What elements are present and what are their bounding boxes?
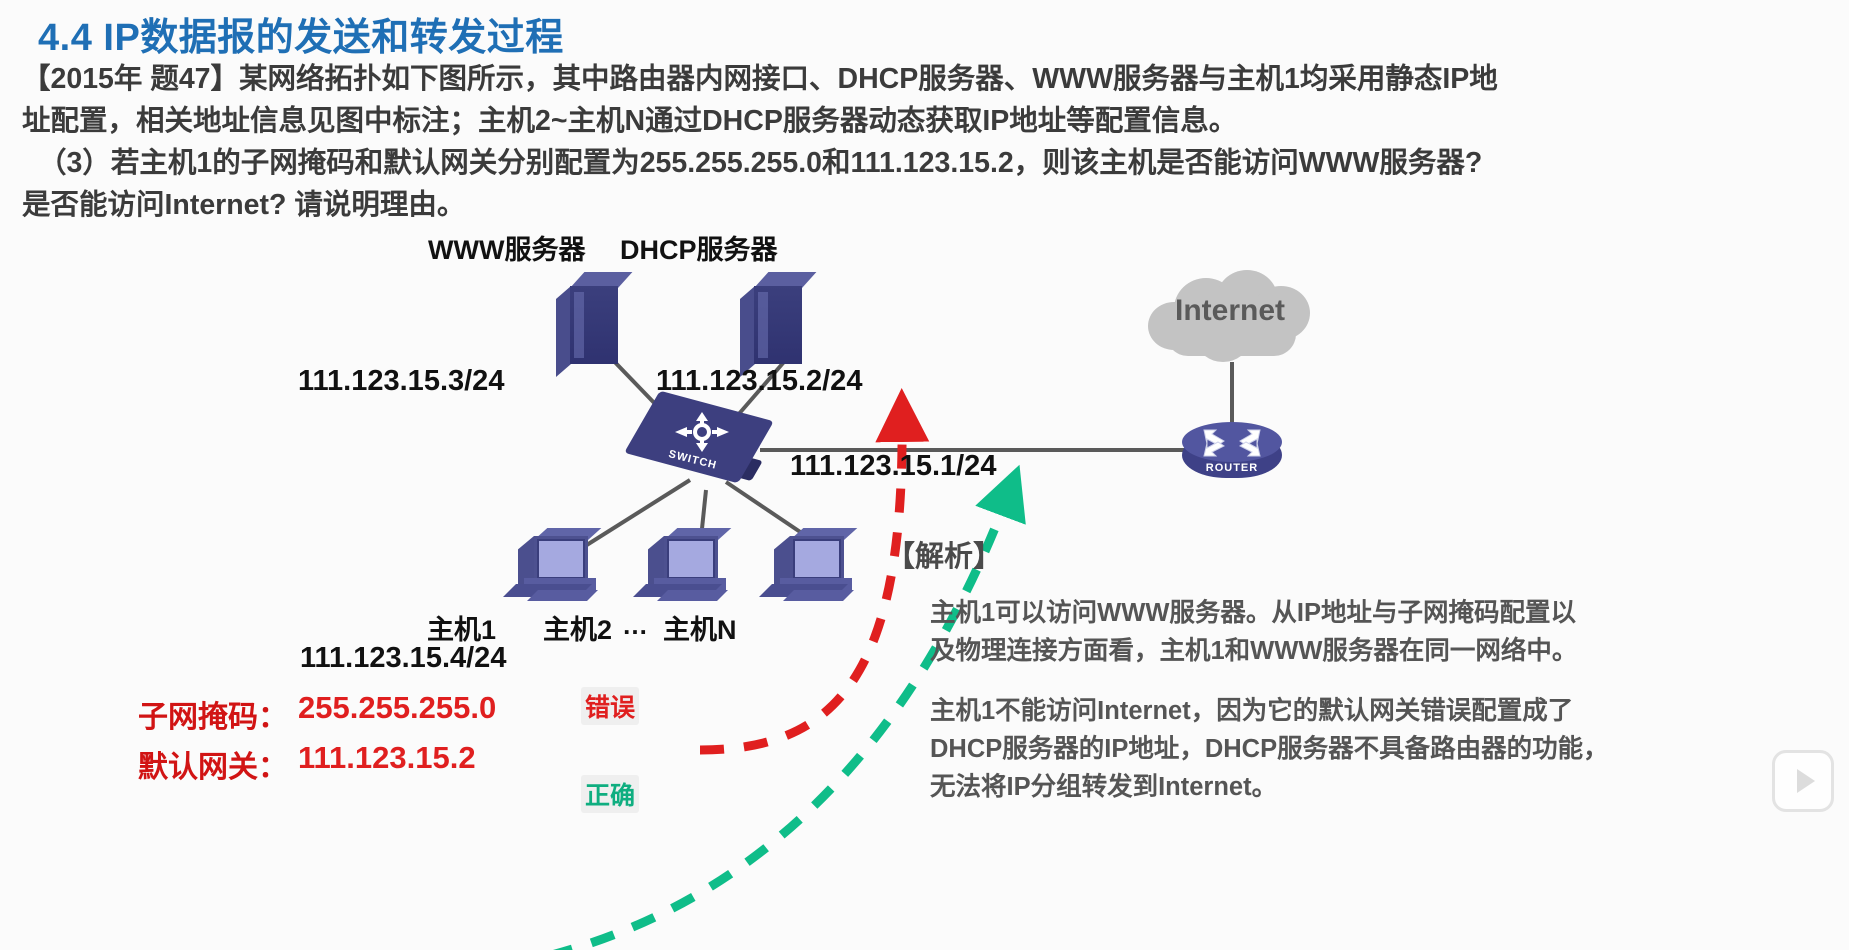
dhcp-server-label: DHCP服务器	[620, 235, 778, 265]
analysis-paragraph-1: 主机1可以访问WWW服务器。从IP地址与子网掩码配置以 及物理连接方面看，主机1…	[930, 594, 1577, 670]
question-text: 【2015年 题47】某网络拓扑如下图所示，其中路由器内网接口、DHCP服务器、…	[22, 58, 1822, 226]
desktop-pc-icon	[633, 528, 736, 606]
default-gateway-value: 111.123.15.2	[298, 740, 476, 775]
subnet-mask-key: 子网掩码：	[138, 701, 288, 734]
host-label-2: 主机2	[543, 615, 613, 645]
question-line-3: （3）若主机1的子网掩码和默认网关分别配置为255.255.255.0和111.…	[38, 147, 1483, 179]
host-label-n: 主机N	[663, 615, 737, 645]
switch-arrows-glyph	[675, 412, 729, 452]
analysis-title: 【解析】	[886, 541, 1003, 573]
play-triangle-icon	[1797, 769, 1815, 793]
www-server-label: WWW服务器	[428, 235, 586, 265]
analysis-p2-line-3: 无法将IP分组转发到Internet。	[930, 773, 1278, 801]
network-topology-diagram: WWW服务器 111.123.15.3/24 DHCP服务器 111.123.1…	[0, 210, 1849, 950]
status-badge-correct: 正确	[581, 775, 640, 813]
question-line-1: 【2015年 题47】某网络拓扑如下图所示，其中路由器内网接口、DHCP服务器、…	[22, 63, 1498, 95]
analysis-p2-line-1: 主机1不能访问Internet，因为它的默认网关错误配置成了	[930, 697, 1574, 725]
dhcp-server-ip-label: 111.123.15.2/24	[656, 365, 863, 397]
host1-ip-label: 111.123.15.4/24	[300, 642, 507, 674]
analysis-p2-line-2: DHCP服务器的IP地址，DHCP服务器不具备路由器的功能，	[930, 735, 1609, 763]
default-gateway-key: 默认网关：	[138, 751, 288, 784]
switch-icon: SWITCH	[624, 390, 790, 498]
cloud-icon: Internet	[1140, 268, 1320, 362]
desktop-pc-icon	[759, 528, 862, 606]
server-icon	[556, 272, 633, 378]
question-line-4: 是否能访问Internet? 请说明理由。	[22, 189, 466, 221]
status-badge-wrong: 错误	[581, 687, 640, 725]
router-label: ROUTER	[1205, 462, 1259, 474]
desktop-pc-icon	[503, 528, 606, 606]
decision-arrows	[552, 388, 1026, 950]
host-label-1: 主机1	[427, 615, 497, 645]
analysis-p1-line-1: 主机1可以访问WWW服务器。从IP地址与子网掩码配置以	[930, 599, 1576, 627]
www-server-ip-label: 111.123.15.3/24	[298, 365, 505, 397]
subnet-mask-value: 255.255.255.0	[298, 690, 497, 725]
router-arrows-glyph	[1203, 429, 1261, 457]
analysis-p1-line-2: 及物理连接方面看，主机1和WWW服务器在同一网络中。	[930, 637, 1578, 665]
router-icon: ROUTER	[1182, 422, 1282, 490]
server-icon	[740, 272, 817, 378]
router-ip-label: 111.123.15.1/24	[790, 450, 997, 482]
analysis-paragraph-2: 主机1不能访问Internet，因为它的默认网关错误配置成了 DHCP服务器的I…	[930, 692, 1609, 806]
play-button-watermark-icon	[1772, 750, 1834, 812]
hosts-ellipsis: …	[622, 610, 648, 640]
question-line-2: 址配置，相关地址信息见图中标注；主机2~主机N通过DHCP服务器动态获取IP地址…	[22, 105, 1238, 137]
internet-label: Internet	[1174, 294, 1285, 327]
page-title: 4.4 IP数据报的发送和转发过程	[38, 17, 564, 59]
